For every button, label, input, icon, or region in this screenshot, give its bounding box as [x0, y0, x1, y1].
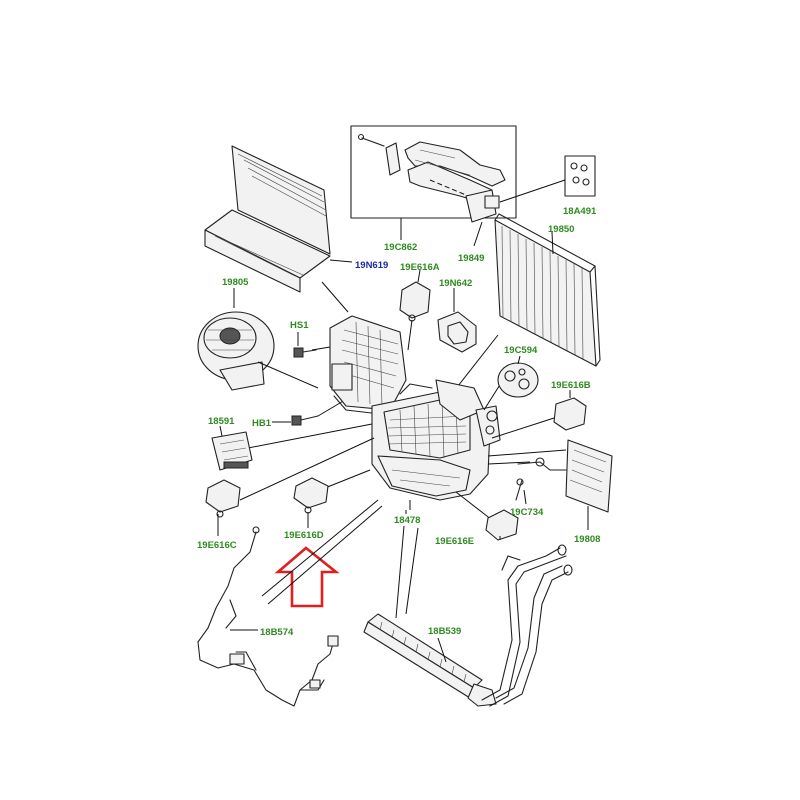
label-19n619: 19N619 — [355, 260, 388, 271]
seal-19c594 — [497, 355, 539, 398]
expansion-valve — [465, 189, 500, 247]
label-19n642: 19N642 — [439, 278, 472, 289]
seal-19n642 — [437, 288, 499, 387]
label-18591: 18591 — [208, 416, 235, 427]
label-19805: 19805 — [222, 277, 249, 288]
heater-pipes — [481, 544, 573, 707]
evaporator-pipe-inset — [350, 125, 517, 219]
cabin-air-filter — [204, 145, 353, 313]
label-18b539: 18B539 — [428, 626, 461, 637]
blower-resistor — [211, 425, 253, 471]
control-module — [565, 439, 613, 530]
label-hs1: HS1 — [290, 320, 309, 331]
wiring-harness — [197, 526, 339, 707]
blower-motor — [197, 288, 319, 391]
actuator-19e616c — [205, 479, 241, 536]
evaporator-core — [494, 213, 601, 367]
label-19e616d: 19E616D — [284, 530, 324, 541]
actuator-19e616b — [553, 390, 587, 431]
actuator-19e616d — [293, 477, 329, 528]
label-18b574: 18B574 — [260, 627, 294, 638]
label-19e616e: 19E616E — [435, 536, 474, 547]
label-18a491: 18A491 — [563, 206, 597, 217]
actuator-19e616e — [485, 509, 519, 541]
heater-core — [363, 613, 497, 707]
bolt-hb1 — [272, 399, 346, 426]
red-up-arrow-icon — [274, 546, 340, 608]
label-19c594: 19C594 — [504, 345, 538, 356]
actuator-19e616a — [399, 269, 431, 351]
blower-housing — [329, 315, 407, 415]
sensor-19c734 — [515, 457, 567, 505]
label-19e616a: 19E616A — [400, 262, 440, 273]
label-19e616c: 19E616C — [197, 540, 237, 551]
hvac-main-housing — [371, 379, 501, 501]
label-19c862: 19C862 — [384, 242, 417, 253]
label-19808: 19808 — [574, 534, 600, 545]
label-19849: 19849 — [458, 253, 484, 264]
label-19850: 19850 — [548, 224, 574, 235]
seal-kit — [499, 155, 596, 203]
label-19e616b: 19E616B — [551, 380, 591, 391]
label-hb1: HB1 — [252, 418, 272, 429]
label-19c734: 19C734 — [510, 507, 544, 518]
label-18478: 18478 — [394, 515, 420, 526]
